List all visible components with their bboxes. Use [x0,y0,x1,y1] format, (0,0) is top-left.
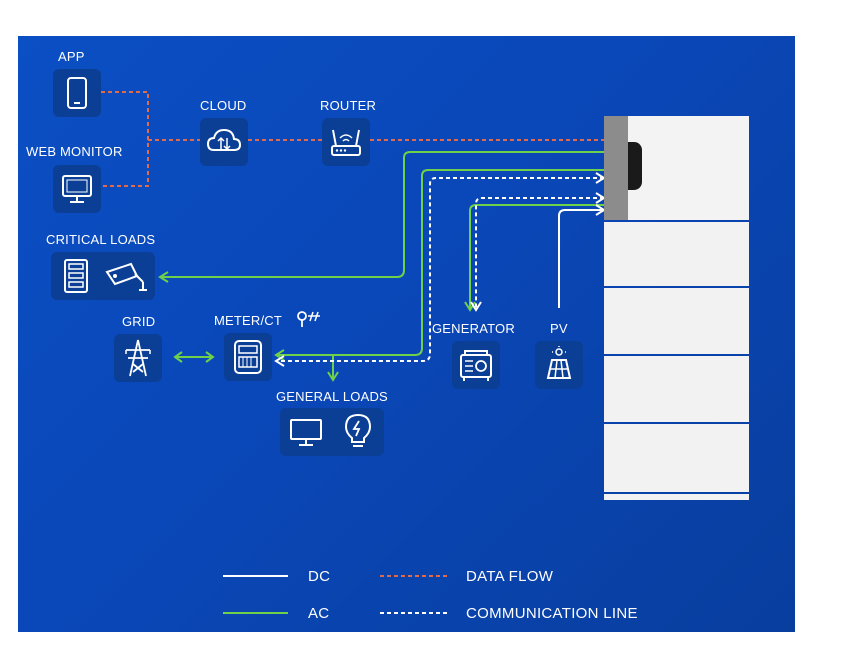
diagram-panel: APP WEB MONITOR CLOUD ROUTER [18,36,795,632]
monitor-icon [62,175,92,203]
inverter-side [604,116,628,220]
cloud-icon [206,128,242,151]
data-flow-lines [101,91,604,187]
inverter-battery-stack [604,116,749,502]
web-monitor-label: WEB MONITOR [26,144,123,159]
battery-module-3 [604,356,749,422]
inverter-unit [628,116,749,220]
critical-loads-label: CRITICAL LOADS [46,232,156,247]
legend-dc-label: DC [308,568,331,585]
pv-node [535,341,583,389]
communication-lines [276,177,604,362]
web-monitor-node [53,165,101,213]
pv-label: PV [550,321,568,336]
generator-label: GENERATOR [432,321,515,336]
battery-module-2 [604,288,749,354]
legend-communication-label: COMMUNICATION LINE [466,605,638,622]
legend-ac-label: AC [308,605,330,622]
battery-module-4 [604,424,749,492]
cloud-node [200,118,248,166]
solar-panel-icon [546,346,572,379]
light-bulb-icon [344,413,372,447]
power-tower-icon [125,339,151,377]
general-loads-node [280,408,384,456]
server-rack-icon [64,259,88,293]
inverter-display [628,142,642,190]
phone-icon [67,77,87,109]
generator-node [452,341,500,389]
critical-loads-node [51,252,155,300]
battery-module-1 [604,222,749,286]
app-node [53,69,101,117]
battery-base [604,494,749,500]
meter-ct-label: METER/CT [214,313,283,328]
ac-lines [158,151,604,382]
meter-ct-node [224,333,272,381]
legend-swatches [223,575,450,614]
electric-meter-icon [234,340,262,374]
cloud-label: CLOUD [200,98,247,113]
grid-label: GRID [122,314,156,329]
app-label: APP [58,49,85,64]
security-camera-icon [105,262,147,291]
connection-lines [101,91,606,382]
generator-icon [460,350,492,381]
router-node [322,118,370,166]
desktop-icon [290,419,322,446]
general-loads-label: GENERAL LOADS [276,389,388,404]
grid-node [114,334,162,382]
router-label: ROUTER [320,98,377,113]
router-icon [331,129,361,156]
legend-data-flow-label: DATA FLOW [466,568,554,585]
ct-clamp-icon [297,311,320,327]
